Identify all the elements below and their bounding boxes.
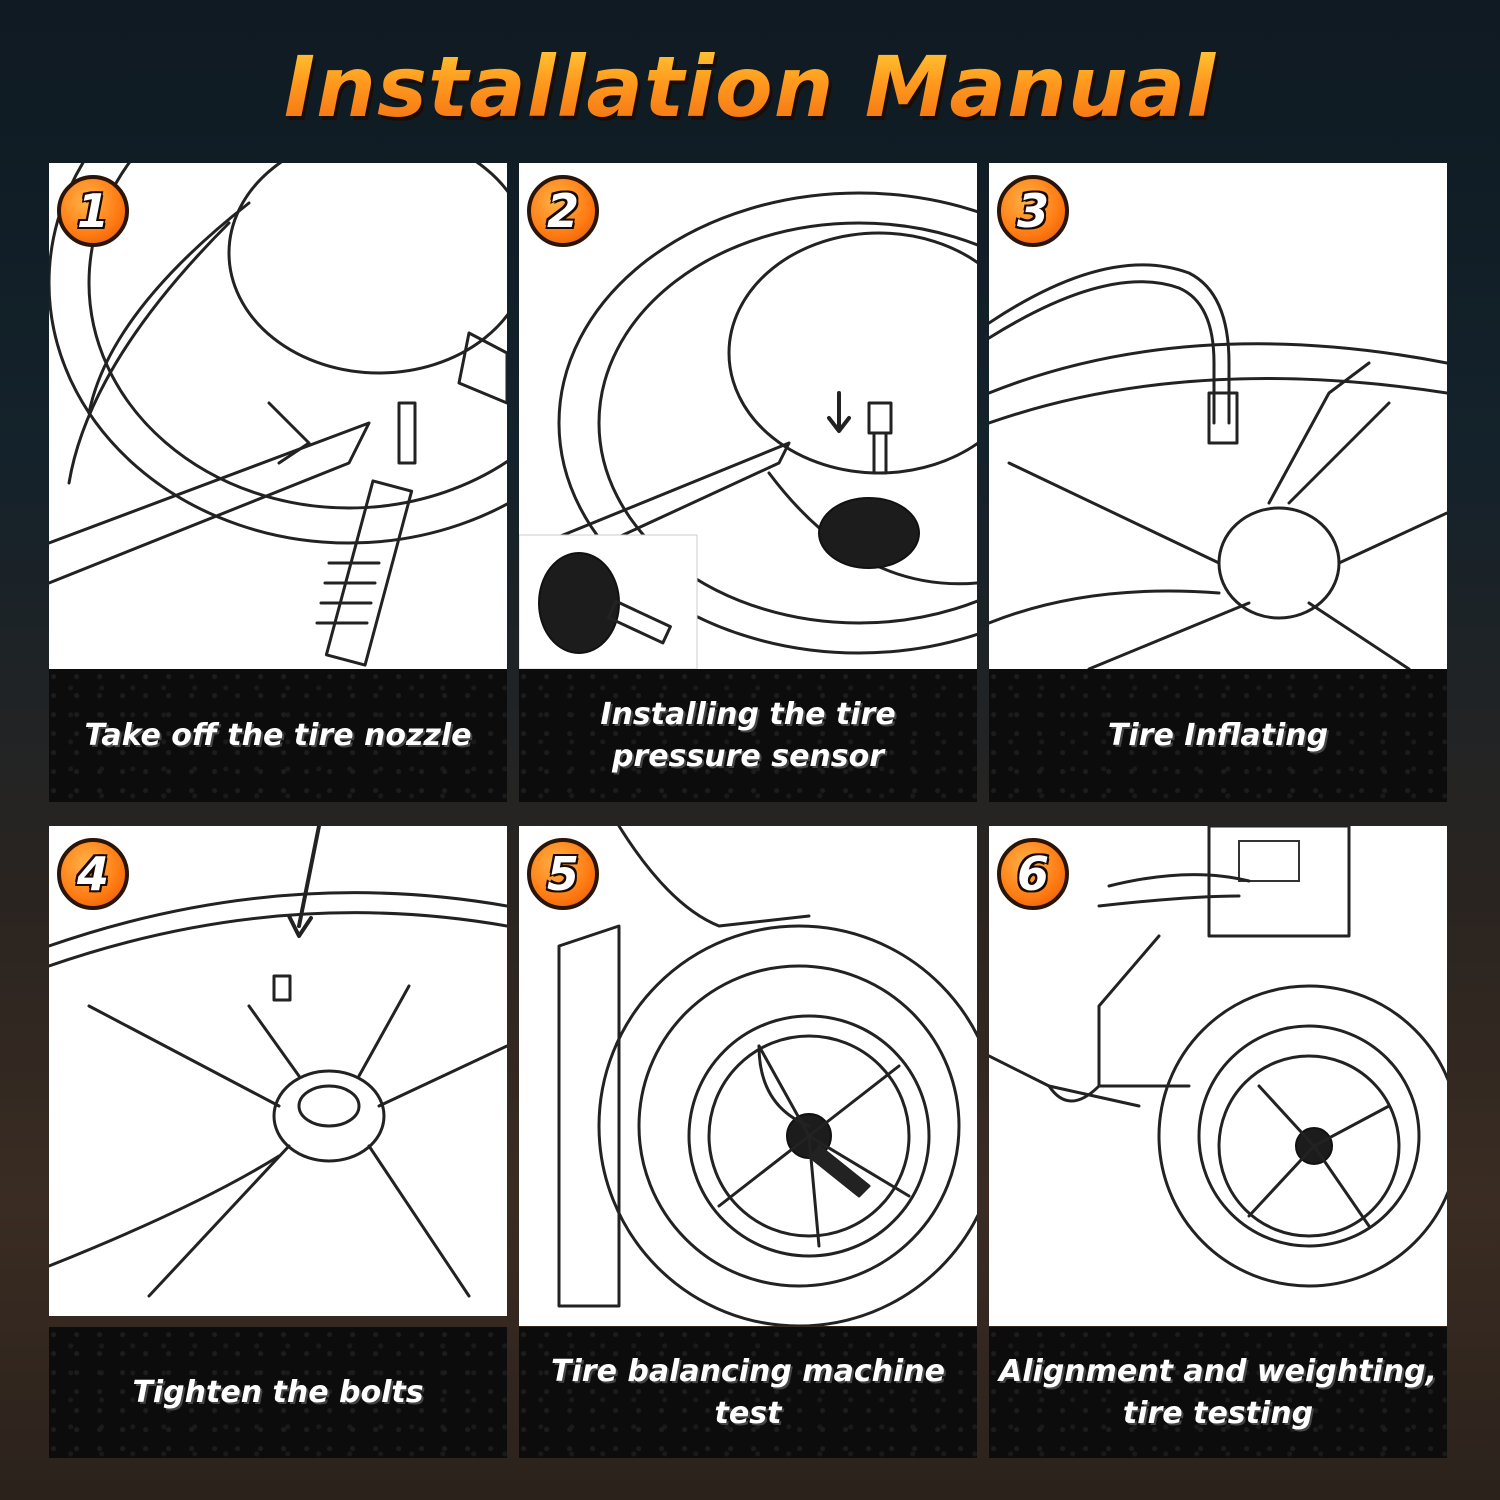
alignment-machine-icon [989, 826, 1447, 1288]
step-5-illustration [519, 826, 977, 1326]
balancing-machine-icon [557, 826, 977, 1326]
step-3-badge: 3 [997, 175, 1069, 247]
step-2-caption: Installing the tire pressure sensor [519, 669, 977, 802]
step-6-badge: 6 [997, 838, 1069, 910]
page-title: Installation Manual [0, 38, 1500, 136]
inflation-hose-icon [989, 263, 1447, 669]
step-4-caption: Tighten the bolts [49, 1327, 507, 1458]
step-6-caption: Alignment and weighting, tire testing [989, 1327, 1447, 1458]
step-1-badge: 1 [57, 175, 129, 247]
step-6-illustration [989, 826, 1447, 1326]
step-3-illustration [989, 163, 1447, 669]
step-5-badge: 5 [527, 838, 599, 910]
tire-valve-removal-icon [49, 163, 507, 667]
sensor-install-icon [519, 191, 977, 669]
step-2-illustration [519, 163, 977, 669]
step-3-caption: Tire Inflating [989, 669, 1447, 802]
step-2-badge: 2 [527, 175, 599, 247]
step-1-illustration [49, 163, 507, 669]
step-4-illustration [49, 826, 507, 1316]
bolt-tighten-icon [49, 826, 507, 1298]
step-5-caption: Tire balancing machine test [519, 1327, 977, 1458]
step-4-badge: 4 [57, 838, 129, 910]
step-1-caption: Take off the tire nozzle [49, 669, 507, 802]
